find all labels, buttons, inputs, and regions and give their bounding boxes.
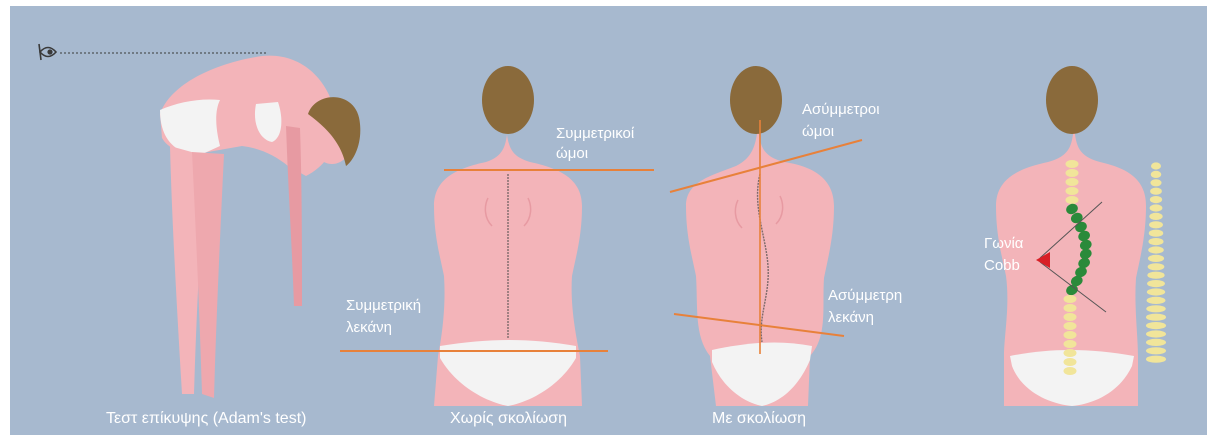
- vertebra: [1066, 169, 1079, 177]
- head: [1046, 66, 1098, 134]
- asymmetric-pelvis-label: Ασύμμετρη: [828, 286, 902, 305]
- vertebra: [1151, 162, 1161, 169]
- no-scoliosis-caption: Χωρίς σκολίωση: [450, 409, 567, 429]
- vertebra: [1146, 330, 1166, 337]
- asymmetric-pelvis-label-line2: λεκάνη: [828, 308, 874, 327]
- head: [730, 66, 782, 134]
- vertebra: [1064, 304, 1077, 312]
- illustration-panel: Συμμετρικοί ώμοι Συμμετρική λεκάνη Ασύμμ…: [10, 6, 1207, 435]
- vertebra: [1147, 272, 1164, 279]
- cobb-angle-label-line2: Cobb: [984, 256, 1020, 275]
- adams-test-figure: [39, 44, 360, 398]
- head: [482, 66, 534, 134]
- vertebra: [1066, 196, 1079, 204]
- symmetric-pelvis-label-line2: λεκάνη: [346, 318, 392, 337]
- vertebra: [1146, 314, 1166, 321]
- vertebra: [1147, 297, 1166, 304]
- scoliosis-illustration: [10, 6, 1207, 435]
- vertebra: [1064, 313, 1077, 321]
- symmetric-shoulders-label-line2: ώμοι: [556, 144, 588, 163]
- vertebra: [1147, 280, 1165, 287]
- cobb-angle-label: Γωνία: [984, 234, 1023, 253]
- vertebra: [1064, 331, 1077, 339]
- straight-spine-vertebrae: [1146, 162, 1166, 362]
- vertebra: [1064, 358, 1077, 366]
- vertebra: [1149, 221, 1163, 228]
- vertebra: [1148, 238, 1163, 245]
- hanging-arm: [286, 126, 302, 306]
- vertebra: [1146, 305, 1166, 312]
- vertebra: [1151, 171, 1162, 178]
- vertebra: [1149, 213, 1162, 220]
- vertebra: [1148, 246, 1164, 253]
- vertebra: [1064, 322, 1077, 330]
- vertebra: [1064, 295, 1077, 303]
- adams-test-caption: Τεστ επίκυψης (Adam's test): [106, 409, 306, 429]
- vertebra: [1066, 178, 1079, 186]
- vertebra: [1146, 356, 1166, 363]
- asymmetric-shoulders-label: Ασύμμετροι: [802, 100, 880, 119]
- symmetric-shoulders-label: Συμμετρικοί: [556, 124, 634, 143]
- vertebra: [1064, 367, 1077, 375]
- vertebra: [1150, 196, 1162, 203]
- asymmetric-shoulders-label-line2: ώμοι: [802, 122, 834, 141]
- bikini-bottom: [160, 99, 220, 156]
- no-scoliosis-figure: [340, 66, 654, 406]
- vertebra: [1146, 322, 1166, 329]
- vertebra: [1149, 230, 1163, 237]
- vertebra: [1150, 188, 1162, 195]
- vertebra: [1146, 347, 1166, 354]
- vertebra: [1066, 187, 1079, 195]
- vertebra: [1150, 179, 1161, 186]
- vertebra: [1146, 339, 1166, 346]
- vertebra: [1066, 160, 1079, 168]
- scoliosis-caption: Με σκολίωση: [712, 409, 806, 429]
- vertebra: [1147, 288, 1165, 295]
- vertebra: [1064, 349, 1077, 357]
- vertebra: [1064, 340, 1077, 348]
- vertebra: [1148, 255, 1164, 262]
- eye-icon: [39, 44, 56, 60]
- vertebra: [1150, 204, 1163, 211]
- vertebra: [1148, 263, 1165, 270]
- symmetric-pelvis-label: Συμμετρική: [346, 296, 421, 315]
